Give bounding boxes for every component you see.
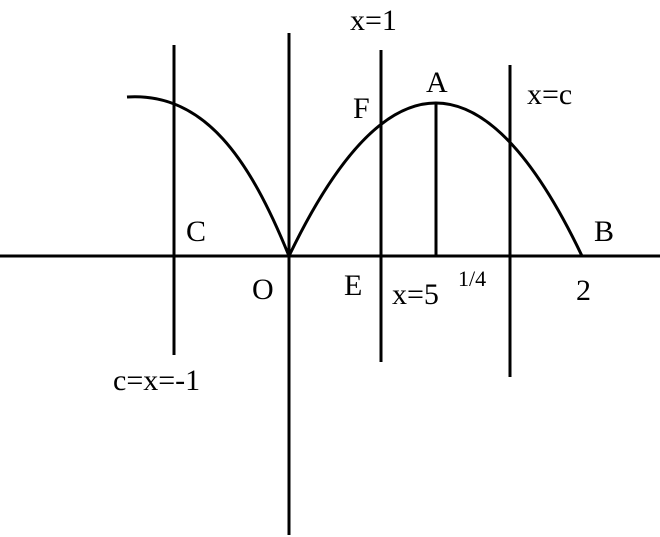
label-exponent: 1/4	[458, 266, 486, 291]
left-curve	[126, 95, 291, 257]
label-x-eq-c: x=c	[527, 78, 572, 111]
label-x-eq-5: x=5	[392, 278, 439, 311]
label-x-eq-1: x=1	[350, 4, 397, 37]
label-c-eq-x-eq-neg1: c=x=-1	[113, 364, 200, 397]
label-f: F	[353, 92, 370, 125]
label-o: O	[252, 273, 274, 306]
label-2: 2	[576, 274, 591, 307]
right-curve	[287, 101, 584, 257]
label-e: E	[344, 269, 362, 302]
label-c: C	[186, 215, 206, 248]
label-b: B	[594, 215, 614, 248]
label-a: A	[426, 66, 448, 99]
